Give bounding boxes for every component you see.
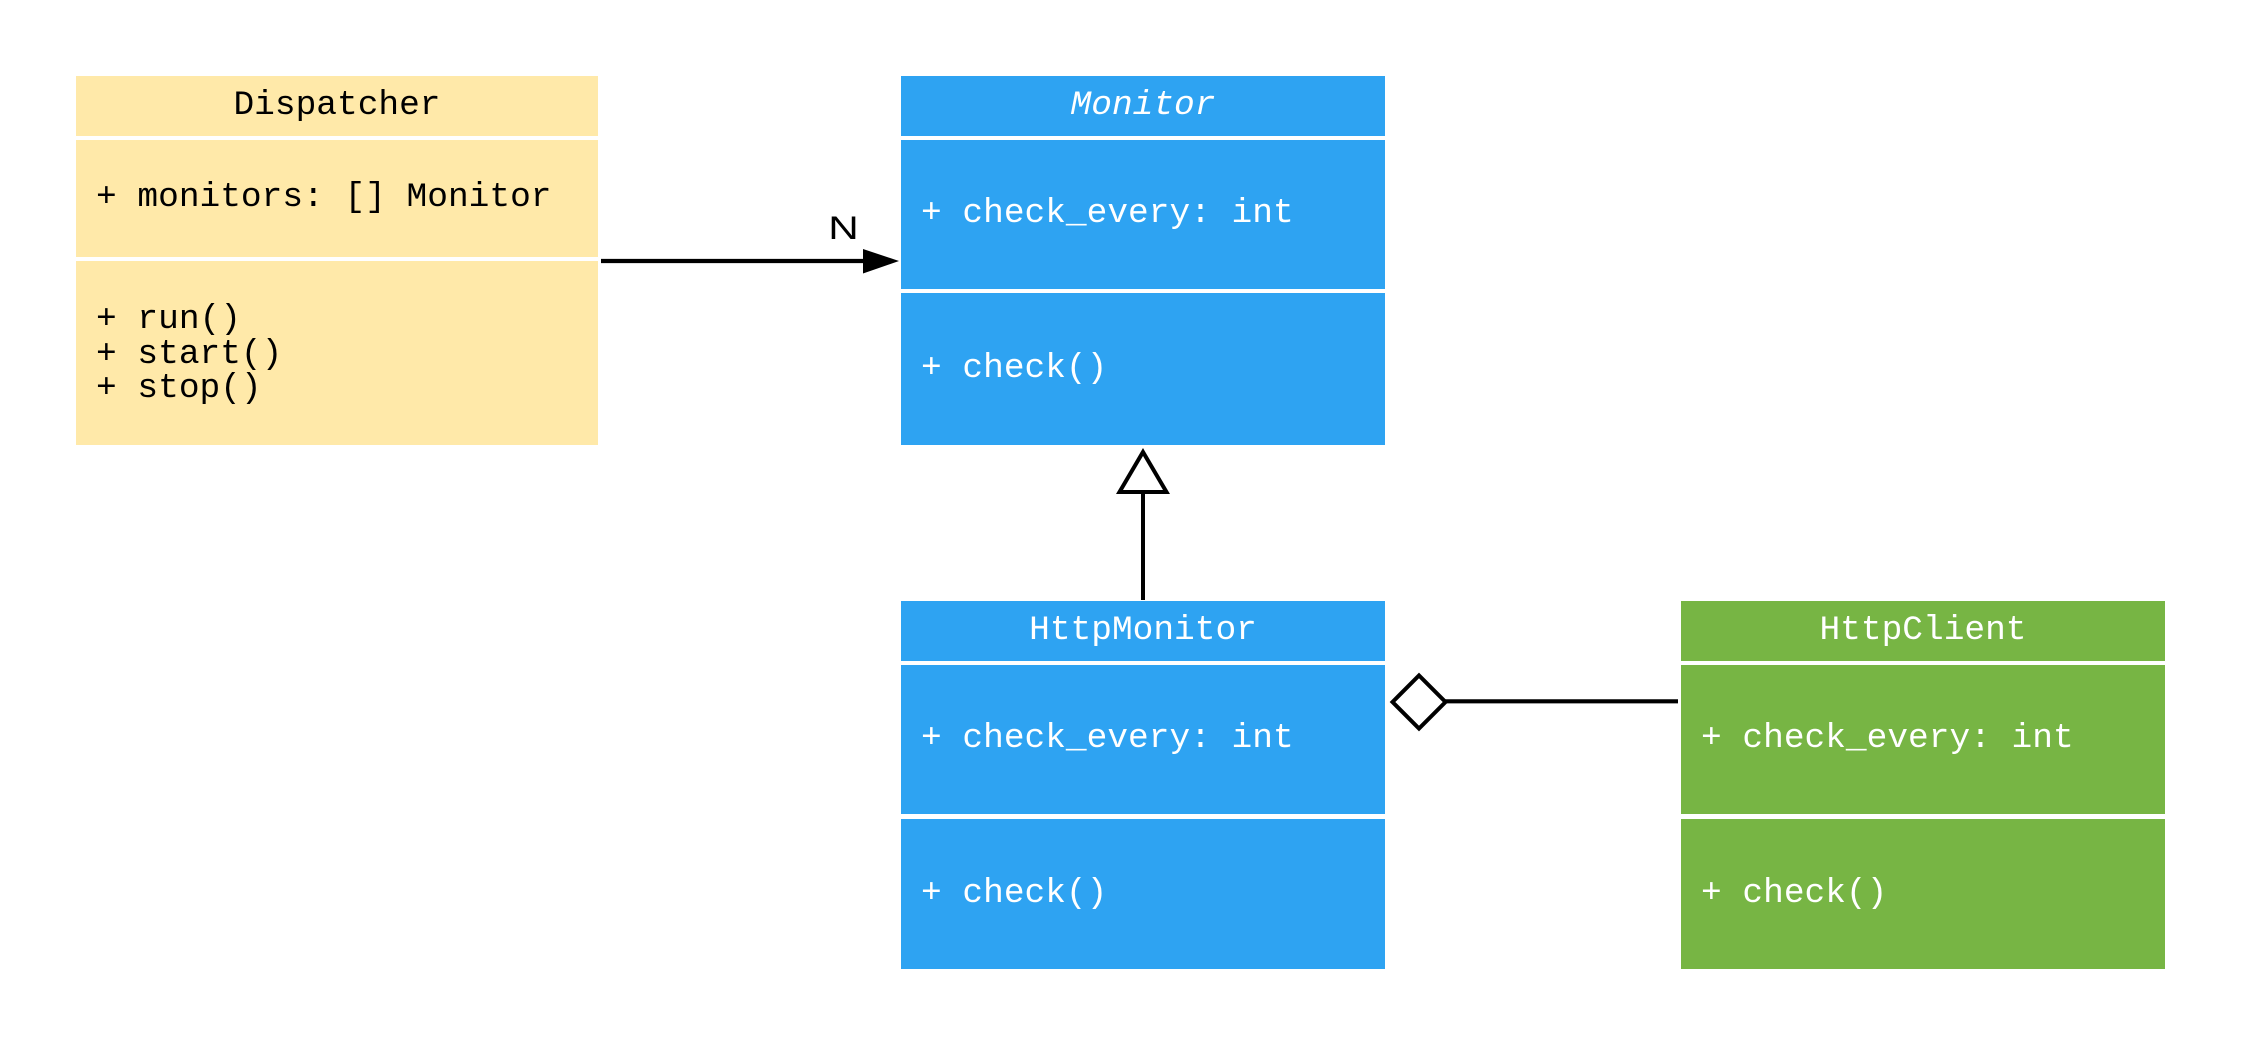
svg-text:N: N — [828, 209, 859, 245]
